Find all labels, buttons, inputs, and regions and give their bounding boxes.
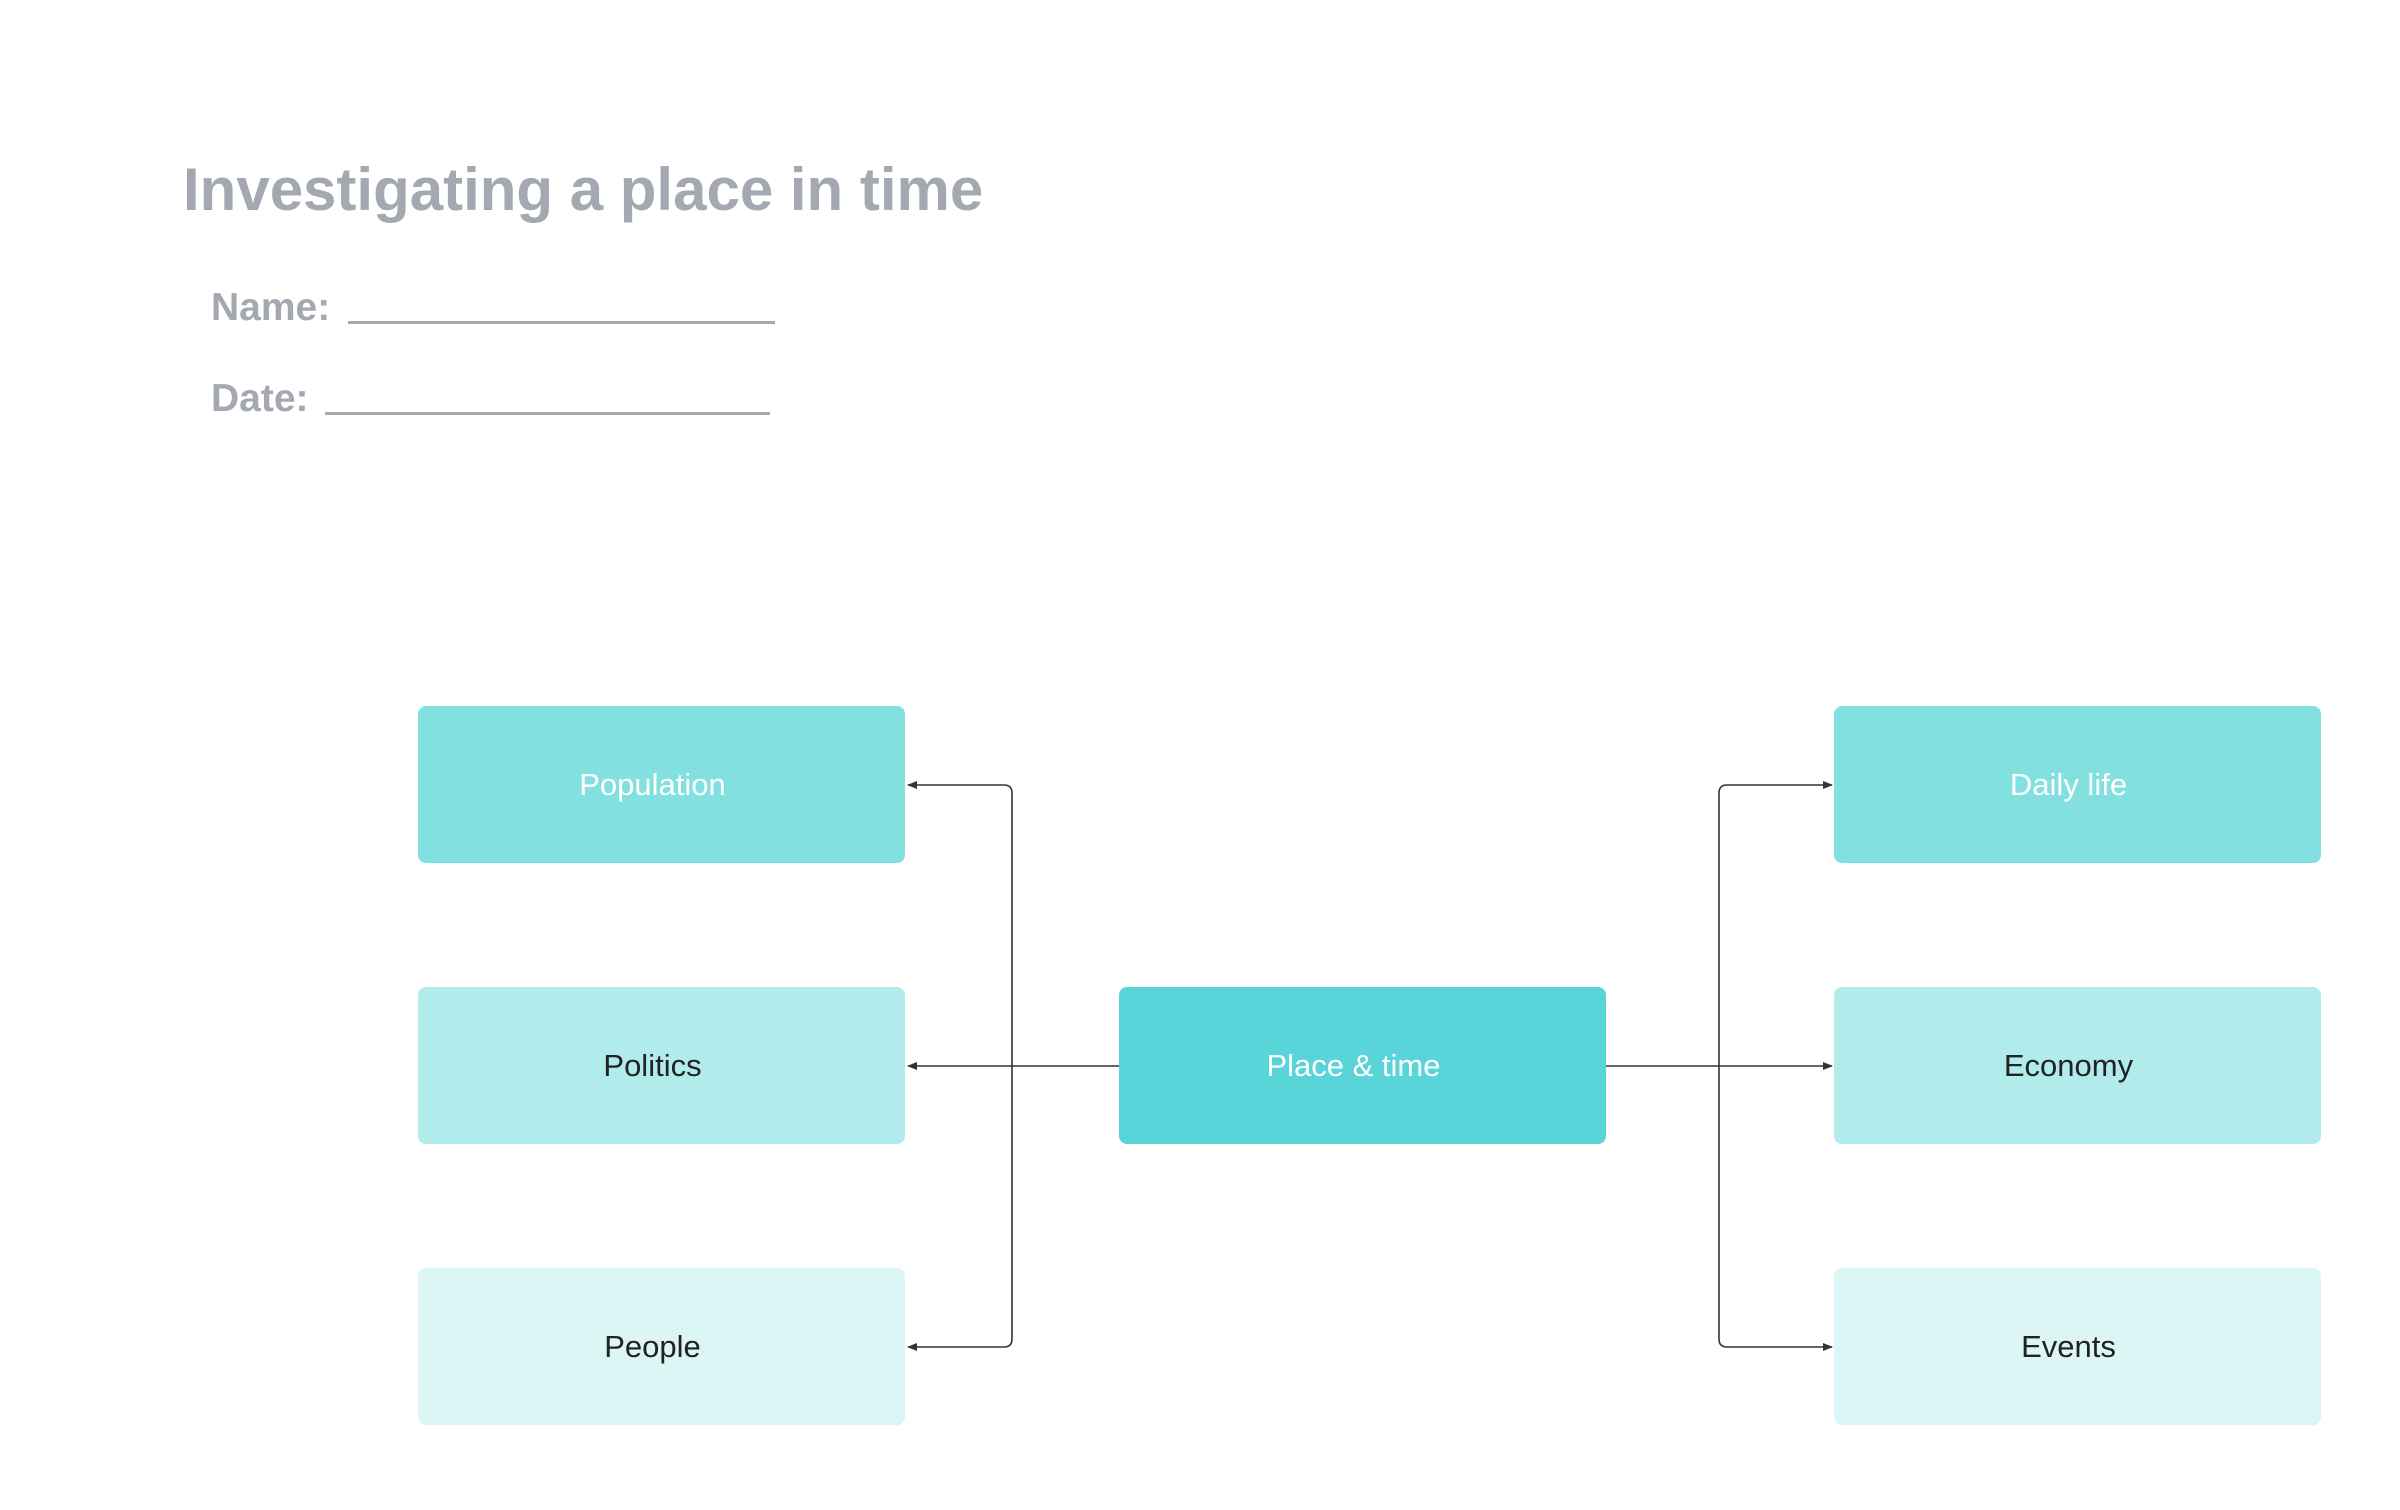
node-events-label: Events — [2021, 1328, 2116, 1364]
name-label: Name: — [211, 286, 331, 329]
node-daily-life-label: Daily life — [2009, 766, 2128, 802]
node-economy: Economy — [1834, 987, 2321, 1144]
page-title: Investigating a place in time — [183, 156, 984, 223]
connector-to-daily-life — [1718, 781, 1833, 1066]
connector-to-population — [907, 781, 1013, 1066]
name-blank-line — [348, 321, 775, 324]
connector-to-people — [907, 1066, 1013, 1351]
date-label: Date: — [211, 377, 309, 420]
connector-to-events — [1718, 1066, 1833, 1351]
node-politics: Politics — [418, 987, 905, 1144]
node-people: People — [418, 1268, 905, 1425]
node-place-and-time-label: Place & time — [1266, 1047, 1441, 1083]
node-place-and-time: Place & time — [1119, 987, 1606, 1144]
node-events: Events — [1834, 1268, 2321, 1425]
node-population-label: Population — [579, 766, 726, 802]
node-economy-label: Economy — [2003, 1047, 2134, 1083]
node-people-label: People — [604, 1328, 701, 1364]
node-population: Population — [418, 706, 905, 863]
date-blank-line — [325, 412, 770, 415]
node-politics-label: Politics — [603, 1047, 702, 1083]
node-daily-life: Daily life — [1834, 706, 2321, 863]
